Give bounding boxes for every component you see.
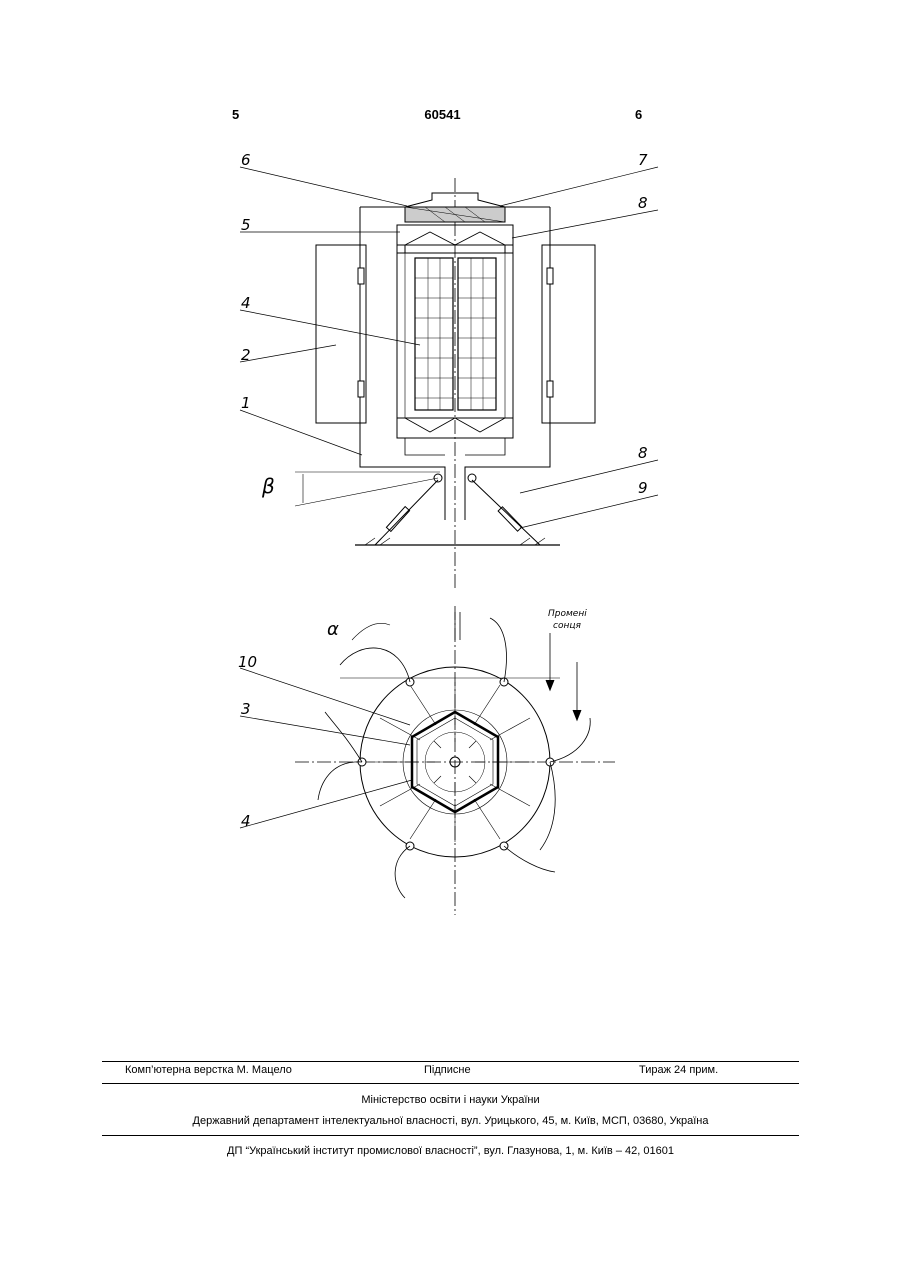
- label-10: 10: [238, 653, 257, 671]
- imprint-institute: ДП “Український інститут промислової вла…: [102, 1145, 799, 1157]
- sun-rays-label-2: сонця: [553, 621, 581, 631]
- divider-middle: [102, 1083, 799, 1084]
- label-8-top: 8: [638, 194, 648, 212]
- imprint-layout: Комп’ютерна верстка М. Мацело: [125, 1064, 292, 1076]
- label-4-bottom: 4: [241, 812, 251, 830]
- label-2: 2: [241, 346, 251, 364]
- housing-frame: [360, 207, 445, 520]
- label-5: 5: [241, 216, 251, 234]
- side-view-figure: 6 7 5 8 4 2 1 8 9 β: [240, 151, 658, 588]
- divider-bottom: [102, 1135, 799, 1136]
- imprint-department: Державний департамент інтелектуальної вл…: [102, 1115, 799, 1127]
- label-3: 3: [241, 700, 251, 718]
- label-7: 7: [638, 151, 648, 169]
- angle-alpha-label: α: [327, 619, 339, 640]
- imprint-row: Комп’ютерна верстка М. Мацело Підписне Т…: [102, 1064, 799, 1078]
- label-6: 6: [241, 151, 251, 169]
- pivot-right: [468, 474, 476, 482]
- label-4-top: 4: [241, 294, 251, 312]
- panel-left: [415, 258, 453, 410]
- top-view-figure: 10 3 4 α Промені сонця: [238, 606, 615, 915]
- imprint-circulation: Тираж 24 прим.: [639, 1064, 718, 1076]
- sun-rays-label-1: Промені: [548, 609, 587, 619]
- label-1: 1: [241, 394, 251, 412]
- angle-beta-label: β: [261, 474, 275, 498]
- label-9: 9: [638, 479, 648, 497]
- panel-right: [458, 258, 496, 410]
- imprint-signed: Підписне: [424, 1064, 471, 1076]
- imprint-ministry: Міністерство освіти і науки України: [102, 1094, 799, 1106]
- label-8-bottom: 8: [638, 444, 648, 462]
- divider-top: [102, 1061, 799, 1062]
